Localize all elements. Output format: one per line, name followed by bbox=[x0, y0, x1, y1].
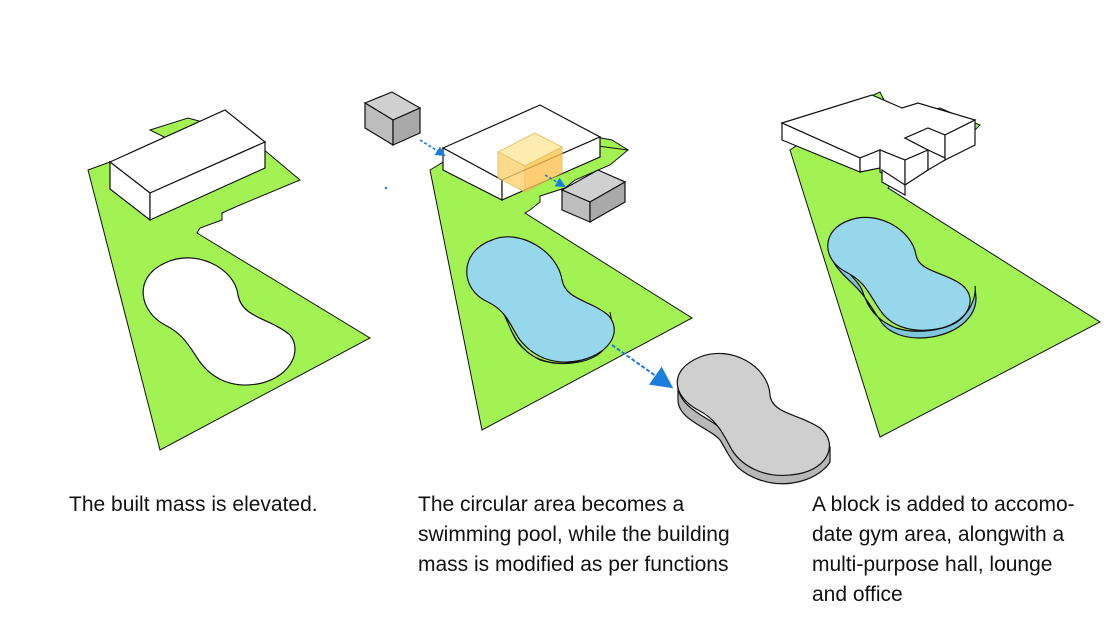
building-mass bbox=[780, 94, 977, 197]
arrow-icon bbox=[419, 139, 446, 157]
caption-line: date gym area, alongwith a bbox=[812, 523, 1065, 546]
marker-dot bbox=[384, 186, 388, 190]
relocated-block-1 bbox=[363, 91, 422, 147]
step-2-diagram bbox=[363, 91, 693, 431]
caption-line: The built mass is elevated. bbox=[69, 493, 318, 516]
step-3-diagram bbox=[780, 91, 1102, 438]
caption-line: swimming pool, while the building bbox=[418, 523, 730, 546]
circular-area bbox=[142, 257, 296, 386]
caption-line: and office bbox=[812, 583, 903, 606]
caption-line: The circular area becomes a bbox=[418, 493, 685, 516]
caption-step-1: The built mass is elevated. bbox=[69, 490, 318, 520]
caption-line: A block is added to accomo- bbox=[812, 493, 1075, 516]
swimming-pool bbox=[466, 236, 615, 363]
swimming-pool bbox=[827, 216, 971, 331]
caption-step-2: The circular area becomes a swimming poo… bbox=[418, 490, 730, 580]
relocated-block-2 bbox=[560, 169, 627, 224]
caption-line: multi-purpose hall, lounge bbox=[812, 553, 1053, 576]
extracted-pool-volume bbox=[676, 352, 831, 485]
built-mass bbox=[108, 109, 267, 222]
step-1-diagram bbox=[87, 109, 372, 451]
arrow-icon bbox=[544, 174, 566, 188]
removed-volume bbox=[496, 132, 564, 193]
caption-step-3: A block is added to accomo- date gym are… bbox=[812, 490, 1075, 610]
caption-line: mass is modified as per functions bbox=[418, 553, 729, 576]
pool-wall bbox=[829, 242, 977, 339]
